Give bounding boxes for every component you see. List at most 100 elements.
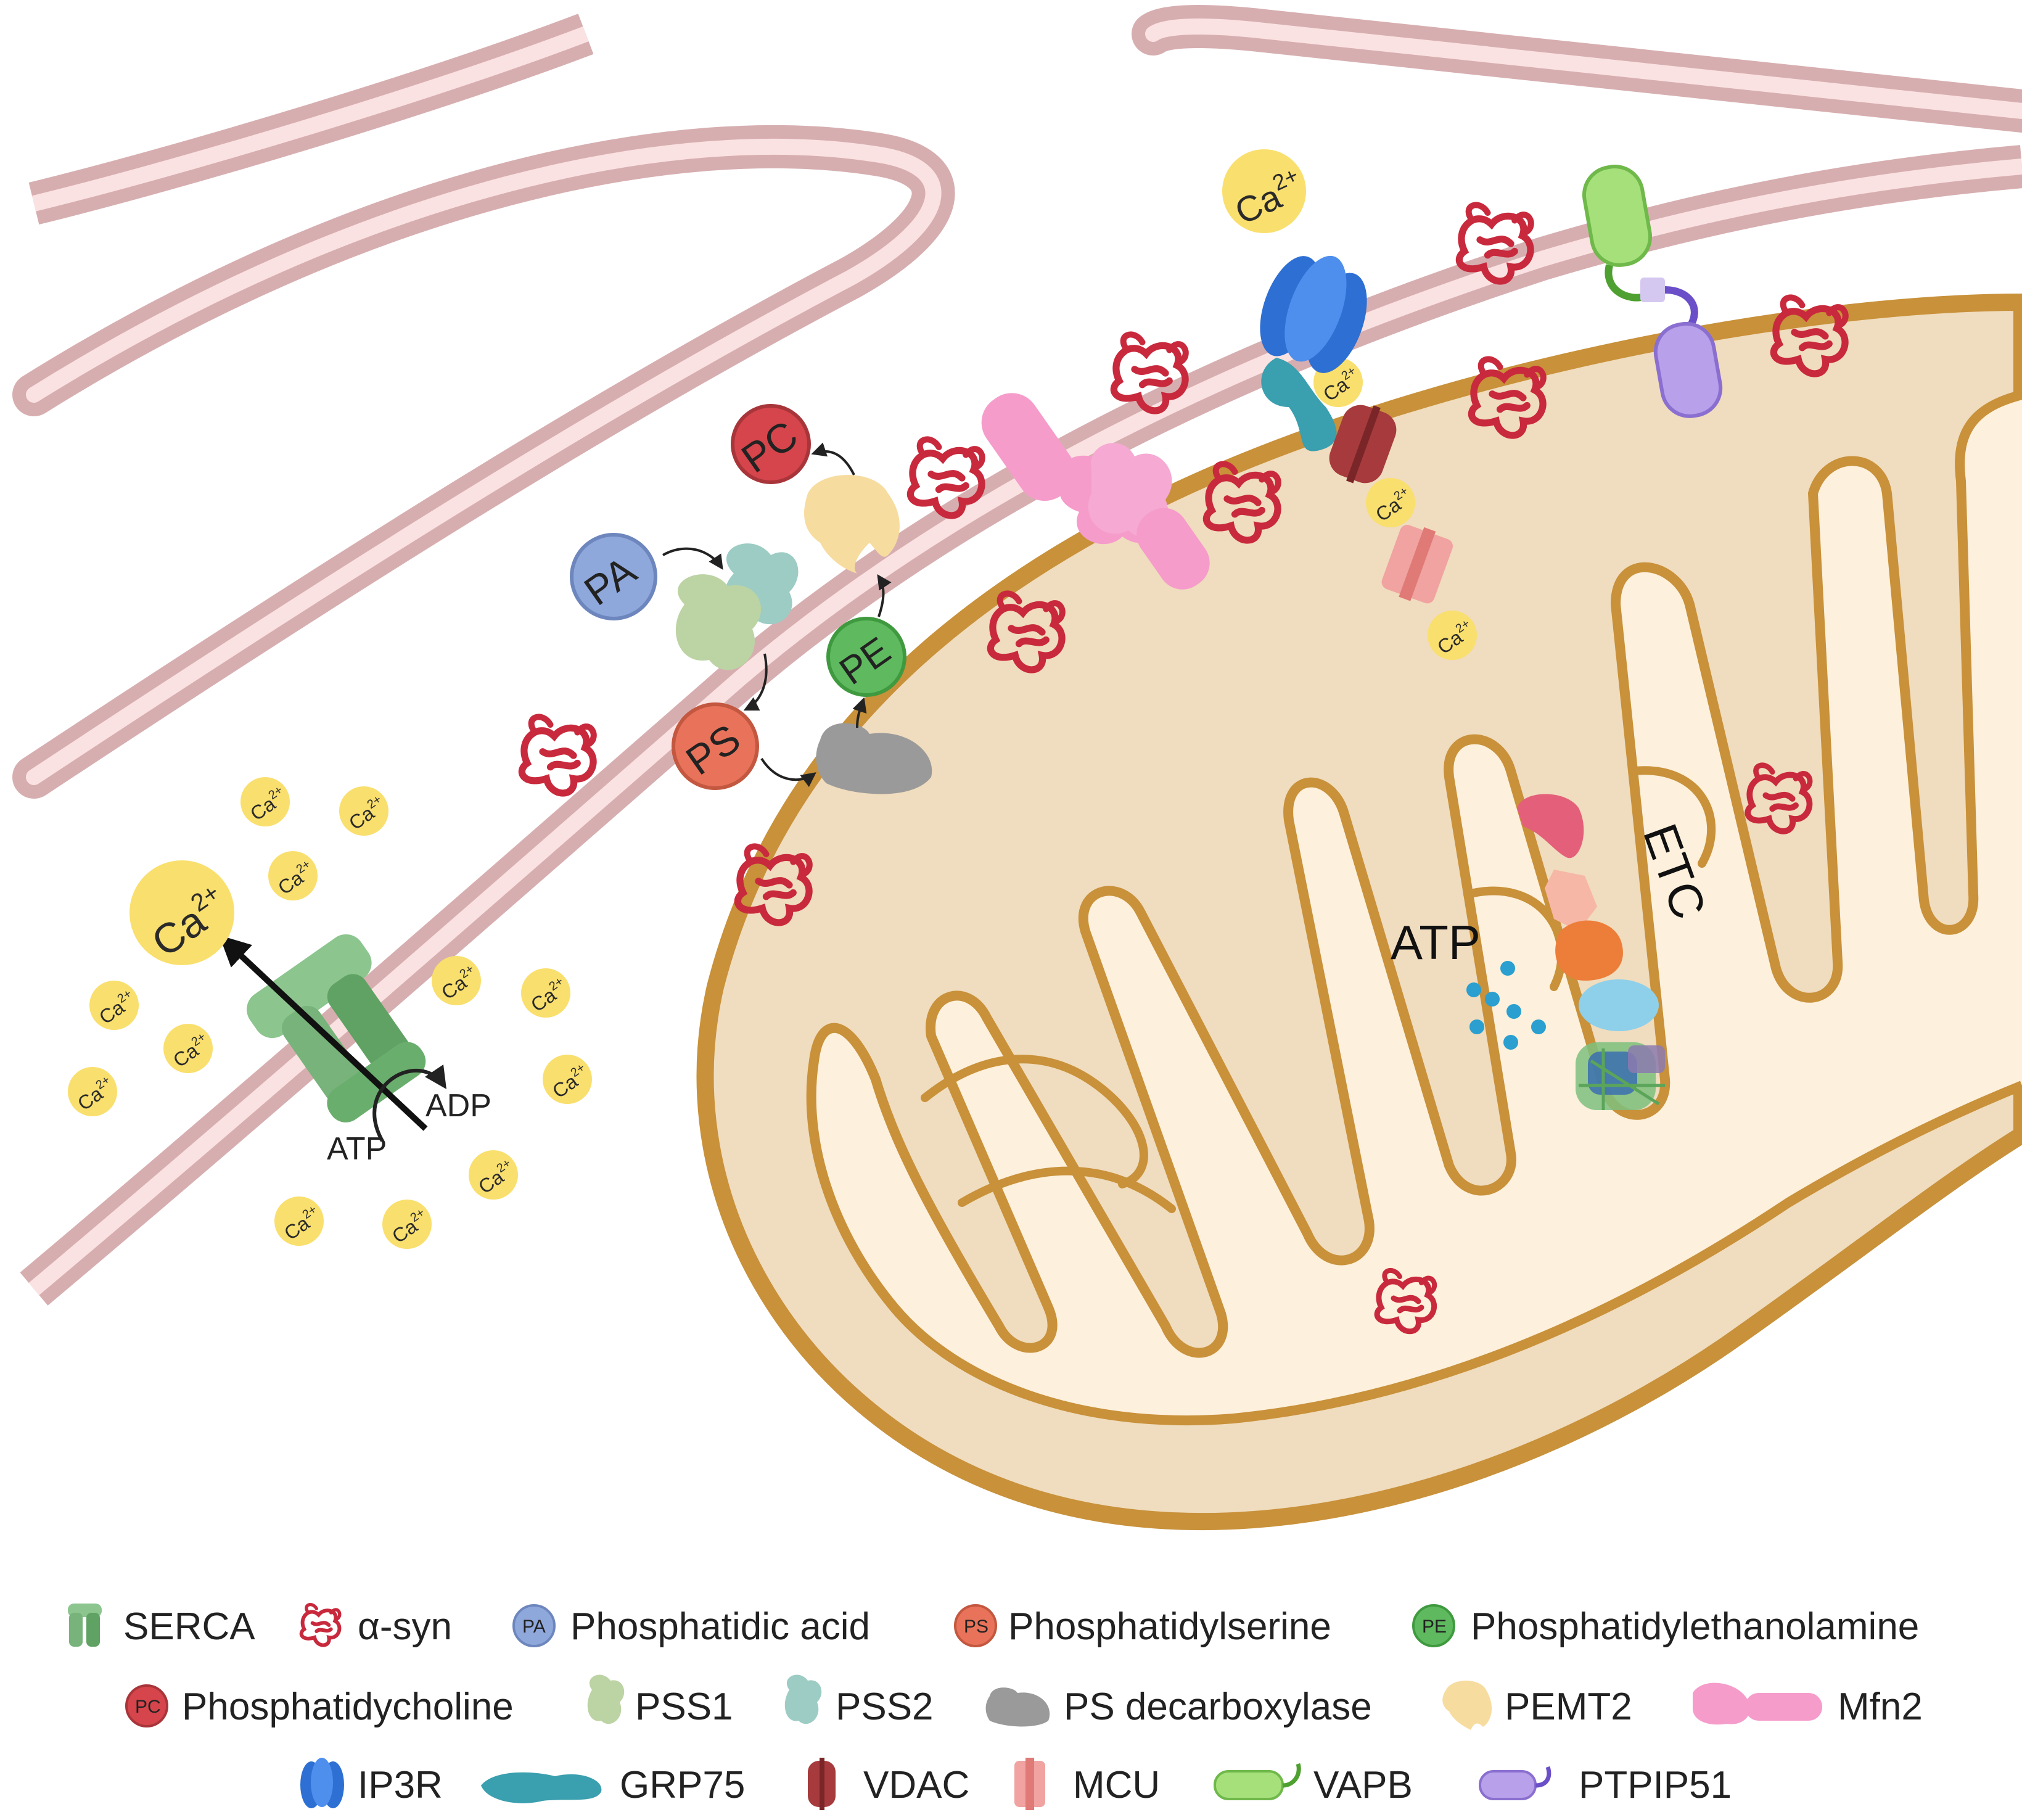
serca-icon bbox=[247, 934, 426, 1122]
pa-lipid: PA bbox=[570, 533, 657, 620]
calcium-ion-small: Ca2+ bbox=[68, 1067, 117, 1116]
pe-to-pemt2-arrow bbox=[877, 574, 892, 617]
vapb-icon bbox=[1214, 1770, 1284, 1800]
calcium-channel-complex bbox=[1260, 255, 1453, 604]
ps-icon-label: PS bbox=[964, 1616, 988, 1637]
calcium-ion-small: Ca2+ bbox=[274, 1196, 324, 1246]
mfn2-icon bbox=[1136, 508, 1210, 590]
ptpip51-icon bbox=[1479, 1770, 1537, 1800]
legend-label: VAPB bbox=[1313, 1764, 1413, 1806]
calcium-ion-small: Ca2+ bbox=[1428, 611, 1477, 660]
calcium-ion-large: Ca2+ bbox=[1222, 149, 1306, 233]
calcium-ion-small: Ca2+ bbox=[268, 851, 318, 900]
calcium-ions: Ca2+ Ca2+ Ca2+ Ca2+ Ca2+ Ca2+ Ca2+ Ca2+ … bbox=[68, 149, 1477, 1249]
mfn2-icon bbox=[1745, 1693, 1822, 1721]
etc-complex-4-icon bbox=[1579, 979, 1659, 1031]
pa-icon-label: PA bbox=[522, 1616, 546, 1637]
legend-label: IP3R bbox=[358, 1764, 443, 1806]
legend-label: α-syn bbox=[358, 1605, 452, 1648]
ptpip51-linker bbox=[1535, 1766, 1551, 1788]
legend-item-ip3r: IP3R bbox=[300, 1758, 443, 1808]
legend-item-ps-decarboxylase: PS decarboxylase bbox=[985, 1686, 1372, 1728]
mito-crista-4 bbox=[1630, 766, 1716, 868]
mfn2-tether bbox=[981, 393, 1210, 590]
etc-complex-3-icon bbox=[1555, 920, 1623, 981]
serca-atp-label: ATP bbox=[327, 1131, 387, 1167]
vapb-icon bbox=[1582, 165, 1653, 267]
legend-label: VDAC bbox=[863, 1764, 969, 1806]
pss-to-ps-arrow bbox=[743, 653, 768, 711]
legend-item-ps: PS Phosphatidylserine bbox=[954, 1604, 1331, 1648]
pe-icon bbox=[1412, 1604, 1455, 1647]
legend-item-pss1: PSS1 bbox=[587, 1674, 733, 1728]
ps-decarboxylase-icon bbox=[985, 1687, 1050, 1727]
atp-molecules bbox=[1466, 961, 1546, 1050]
calcium-ion-large: Ca2+ bbox=[129, 860, 234, 966]
vapb-ptpip51-tether bbox=[1582, 165, 1723, 418]
pc-icon bbox=[125, 1684, 168, 1727]
serca-adp-label: ADP bbox=[425, 1088, 491, 1124]
etc-complex-2-icon bbox=[1545, 870, 1597, 931]
ps-icon bbox=[954, 1604, 997, 1647]
legend-item-vdac: VDAC bbox=[808, 1758, 969, 1810]
asyn-icon bbox=[522, 717, 593, 793]
pe-icon-label: PE bbox=[1422, 1616, 1447, 1637]
legend-item-pe: PE Phosphatidylethanolamine bbox=[1412, 1604, 1919, 1648]
legend-label: Phosphatidylserine bbox=[1008, 1605, 1331, 1648]
calcium-ion-small: Ca2+ bbox=[163, 1024, 213, 1073]
legend-label: SERCA bbox=[123, 1605, 255, 1648]
legend-item-serca: SERCA bbox=[68, 1604, 255, 1648]
grp75-icon bbox=[481, 1772, 602, 1803]
atp-adp-arrow bbox=[372, 1064, 447, 1142]
psd-to-pe-arrow bbox=[852, 697, 867, 728]
pss-enzyme bbox=[675, 543, 799, 670]
legend-item-pemt2: PEMT2 bbox=[1442, 1681, 1632, 1730]
pc-icon-label: PC bbox=[135, 1697, 161, 1717]
ps-lipid: PS bbox=[672, 702, 759, 790]
pemt2-icon bbox=[1442, 1681, 1492, 1730]
legend-item-pc: PC Phosphatidycholine bbox=[125, 1684, 514, 1728]
legend-label: GRP75 bbox=[620, 1764, 745, 1806]
calcium-ion-small: Ca2+ bbox=[1313, 358, 1363, 407]
ptpip51-linker bbox=[1664, 286, 1698, 329]
pss1-icon bbox=[587, 1674, 625, 1724]
pa-to-pss-arrow bbox=[662, 547, 723, 570]
legend-item-grp75: GRP75 bbox=[481, 1764, 745, 1806]
legend-item-mcu: MCU bbox=[1014, 1758, 1160, 1810]
mito-crista-1 bbox=[921, 1055, 1148, 1188]
vapb-linker bbox=[1282, 1763, 1301, 1788]
grp75-icon bbox=[1261, 358, 1337, 451]
ip3r-icon bbox=[300, 1758, 344, 1808]
legend-label: PSS2 bbox=[836, 1686, 934, 1728]
calcium-ion-small: Ca2+ bbox=[382, 1200, 432, 1249]
legend-item-ptpip51: PTPIP51 bbox=[1479, 1764, 1732, 1806]
legend-item-vapb: VAPB bbox=[1214, 1763, 1413, 1806]
er-lumen-upper bbox=[31, 26, 589, 212]
vapb-ptpip51-junction bbox=[1640, 278, 1665, 302]
legend-item-pss2: PSS2 bbox=[784, 1674, 934, 1728]
atp-synthase-icon bbox=[1576, 1042, 1665, 1110]
legend-label: PEMT2 bbox=[1505, 1686, 1632, 1728]
calcium-ion-small: Ca2+ bbox=[543, 1055, 592, 1104]
vdac-icon bbox=[1329, 405, 1397, 484]
pa-icon bbox=[512, 1604, 556, 1647]
legend-item-asyn: α-syn bbox=[302, 1605, 452, 1648]
calcium-ion-small: Ca2+ bbox=[432, 956, 481, 1005]
mito-crista-2 bbox=[958, 1166, 1176, 1213]
pss1-icon bbox=[675, 574, 762, 670]
mfn2-icon bbox=[1693, 1682, 1751, 1725]
legend-label: PSS1 bbox=[635, 1686, 733, 1728]
serca-pump: ATP ADP bbox=[219, 934, 491, 1167]
pss2-icon bbox=[784, 1674, 822, 1724]
serca-transport-arrow bbox=[219, 935, 428, 1131]
legend-label: Phosphatidylethanolamine bbox=[1471, 1605, 1919, 1648]
ps-to-psd-arrow bbox=[760, 757, 816, 788]
legend-label: Phosphatidic acid bbox=[570, 1605, 870, 1648]
asyn-icon bbox=[302, 1605, 340, 1645]
mcu-icon bbox=[1014, 1758, 1045, 1810]
pc-lipid: PC bbox=[731, 404, 811, 484]
serca-icon bbox=[68, 1604, 102, 1647]
legend-label: MCU bbox=[1073, 1764, 1160, 1806]
ptpip51-icon bbox=[1653, 321, 1723, 418]
